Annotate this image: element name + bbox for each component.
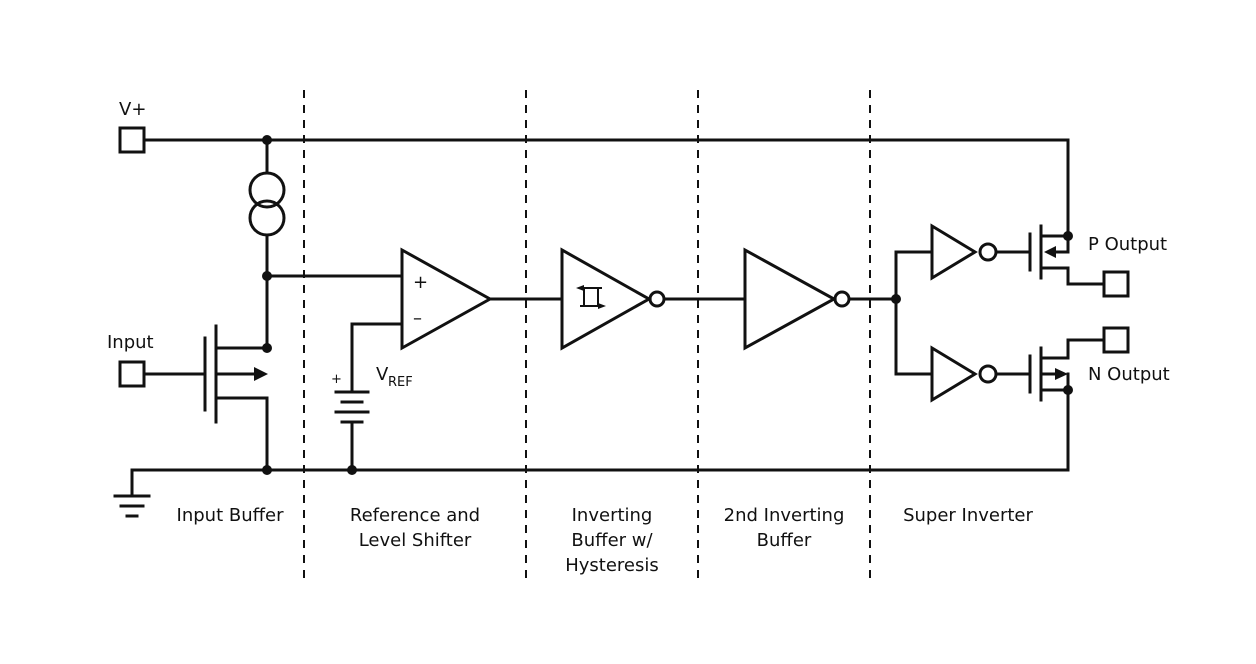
battery-plus-label: + <box>331 372 342 387</box>
vref-label: V <box>376 364 389 385</box>
hysteresis-icon <box>576 285 606 309</box>
vref-subscript: REF <box>388 375 413 390</box>
super-inverter <box>894 223 1032 403</box>
section-super-inverter: Super Inverter <box>903 505 1033 526</box>
section-second-line2: Buffer <box>757 530 812 551</box>
section-input-buffer: Input Buffer <box>177 505 285 526</box>
input-pin <box>118 360 146 388</box>
lower-inverter <box>930 345 978 403</box>
opamp-plus-label: + <box>413 272 428 293</box>
upper-inverter <box>930 223 978 281</box>
section-dividers <box>303 90 871 578</box>
p-output-label: P Output <box>1088 234 1167 255</box>
second-inverter <box>743 247 898 351</box>
hysteresis-inverter <box>560 247 747 351</box>
vplus-pin <box>118 126 146 154</box>
current-source <box>248 138 286 278</box>
vref-battery: + V REF <box>331 364 413 472</box>
vplus-rail <box>118 126 1070 238</box>
section-second-line1: 2nd Inverting <box>724 505 845 526</box>
input-nmos-transistor <box>118 274 269 472</box>
n-output-label: N Output <box>1088 364 1170 385</box>
p-output-pin <box>1102 270 1130 298</box>
section-inverting-line3: Hysteresis <box>565 555 659 576</box>
section-labels: Input Buffer Reference and Level Shifter… <box>177 505 1034 576</box>
section-reference-line1: Reference and <box>350 505 480 526</box>
opamp-minus-label: – <box>413 308 422 329</box>
section-inverting-line2: Buffer w/ <box>571 530 653 551</box>
n-output-pin <box>1102 326 1130 354</box>
vplus-label: V+ <box>119 99 146 120</box>
ground-rail <box>113 386 1070 518</box>
junction-dots <box>262 135 1073 475</box>
section-reference-line2: Level Shifter <box>359 530 472 551</box>
reference-comparator: + – <box>265 247 564 392</box>
input-label: Input <box>107 332 154 353</box>
section-inverting-line1: Inverting <box>572 505 653 526</box>
